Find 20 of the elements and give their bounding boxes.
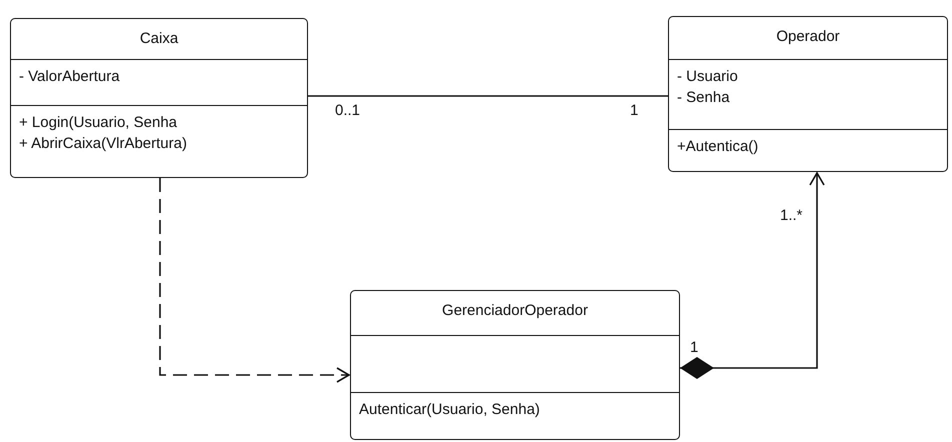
class-member: - Usuario bbox=[677, 67, 739, 87]
class-box bbox=[10, 18, 308, 178]
class-name: Caixa bbox=[138, 29, 180, 48]
class-member: Autenticar(Usuario, Senha) bbox=[359, 400, 541, 420]
association-line bbox=[680, 172, 825, 379]
class-name: Operador bbox=[775, 27, 841, 46]
association-line bbox=[308, 95, 668, 97]
class-box bbox=[668, 16, 948, 172]
multiplicity-label: 1..* bbox=[780, 208, 803, 224]
class-member: - Senha bbox=[677, 88, 731, 108]
dependency-arrow bbox=[159, 178, 350, 383]
class-member: + AbrirCaixa(VlrAbertura) bbox=[19, 134, 188, 154]
class-member: +Autentica() bbox=[677, 137, 760, 157]
class-member: + Login(Usuario, Senha bbox=[19, 113, 178, 133]
class-box bbox=[350, 290, 680, 440]
multiplicity-label: 0..1 bbox=[335, 103, 360, 119]
multiplicity-label: 1 bbox=[630, 103, 638, 119]
class-member: - ValorAbertura bbox=[19, 67, 121, 87]
multiplicity-label: 1 bbox=[690, 340, 698, 356]
class-name: GerenciadorOperador bbox=[441, 301, 589, 320]
